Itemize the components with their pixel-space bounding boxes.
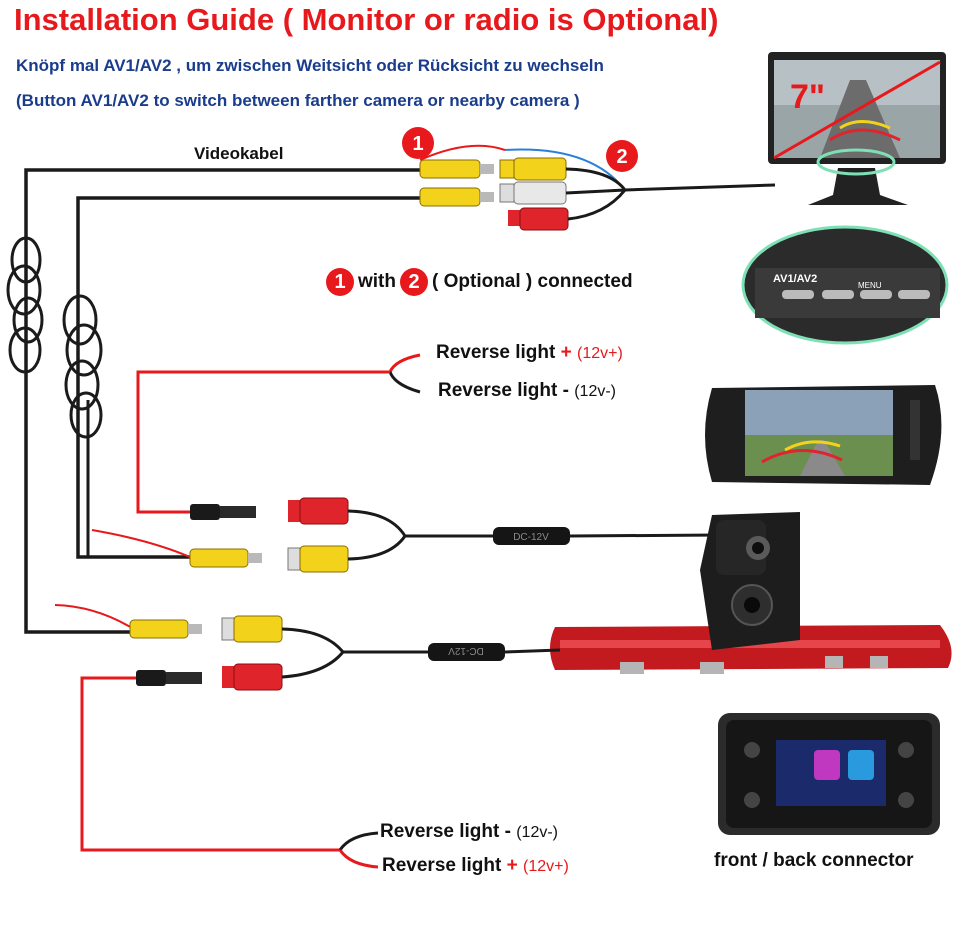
- middle-connectors: DC-12V: [189, 497, 721, 573]
- red-wires: [54, 144, 506, 629]
- svg-text:DC-12V: DC-12V: [448, 645, 484, 656]
- svg-text:7": 7": [790, 78, 825, 116]
- lower-reverse-minus: Reverse light - (12v-): [380, 821, 558, 843]
- svg-text:AV1/AV2: AV1/AV2: [773, 273, 817, 285]
- lower-reverse-plus-sign: +: [506, 855, 518, 876]
- coiled-cable-right: [62, 294, 103, 439]
- svg-text:DC-12V: DC-12V: [513, 532, 549, 543]
- marker-two-inline: 2: [400, 268, 428, 296]
- monitor-7inch: 7": [768, 52, 946, 205]
- optional-note-text: ( Optional ) connected: [432, 271, 633, 292]
- svg-text:MENU: MENU: [858, 281, 882, 290]
- lower-reverse-plus-label: Reverse light: [382, 855, 502, 876]
- lower-reverse-wires: [80, 676, 379, 869]
- subtitle-german: Knöpf mal AV1/AV2 , um zwischen Weitsich…: [16, 56, 604, 75]
- upper-reverse-wires: [136, 353, 421, 514]
- lower-reverse-minus-sign: -: [504, 821, 511, 842]
- upper-reverse-plus: Reverse light + (12v+): [436, 342, 623, 364]
- with-word: with: [358, 271, 396, 292]
- upper-reverse-plus-label: Reverse light: [436, 342, 556, 363]
- page-title: Installation Guide ( Monitor or radio is…: [14, 2, 719, 37]
- av-button-zoom: AV1/AV2 MENU: [741, 225, 949, 345]
- upper-reverse-minus-sign: -: [562, 380, 569, 401]
- lower-reverse-plus: Reverse light + (12v+): [382, 855, 569, 877]
- marker-one: 1: [402, 127, 434, 159]
- svg-text:1: 1: [412, 133, 423, 155]
- video-cables: [24, 168, 420, 634]
- lower-reverse-plus-volt: (12v+): [523, 858, 569, 875]
- optional-connection-note: 1 with 2 ( Optional ) connected: [326, 268, 633, 296]
- coiled-cable-left: [6, 236, 44, 374]
- marker-one-inline: 1: [326, 268, 354, 296]
- mirror-monitor: [705, 385, 942, 485]
- brake-light-camera: [550, 512, 952, 674]
- lower-connectors: DC-12V: [129, 615, 561, 691]
- rca-top-group: [419, 157, 776, 231]
- svg-text:2: 2: [616, 146, 627, 168]
- upper-reverse-plus-volt: (12v+): [577, 345, 623, 362]
- lower-reverse-minus-label: Reverse light: [380, 821, 500, 842]
- upper-reverse-minus-volt: (12v-): [574, 383, 616, 400]
- upper-reverse-minus: Reverse light - (12v-): [438, 380, 616, 402]
- car-radio: [718, 713, 940, 835]
- marker-two: 2: [606, 140, 638, 172]
- lower-reverse-minus-volt: (12v-): [516, 824, 558, 841]
- subtitle-english: (Button AV1/AV2 to switch between farthe…: [16, 91, 580, 110]
- video-cable-label: Videokabel: [194, 144, 284, 163]
- upper-reverse-plus-sign: +: [560, 342, 572, 363]
- front-back-connector-label: front / back connector: [714, 850, 914, 871]
- upper-reverse-minus-label: Reverse light: [438, 380, 558, 401]
